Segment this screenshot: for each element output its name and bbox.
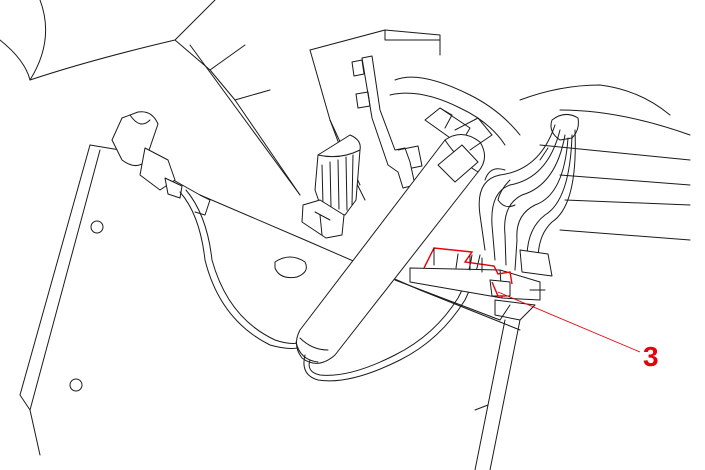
callout-label: 3 xyxy=(643,341,659,372)
callout-leader-line xyxy=(497,291,641,353)
rear-frame xyxy=(309,29,691,241)
terminal-block xyxy=(409,249,553,470)
main-housing xyxy=(19,144,521,456)
center-knob xyxy=(301,134,361,239)
wire-bundle xyxy=(478,114,579,271)
highlighted-connector xyxy=(423,247,513,297)
upper-left-panel xyxy=(0,0,301,196)
callout-3: 3 xyxy=(497,291,659,372)
probe-tube xyxy=(295,117,493,364)
left-sensor-plug xyxy=(111,111,308,349)
